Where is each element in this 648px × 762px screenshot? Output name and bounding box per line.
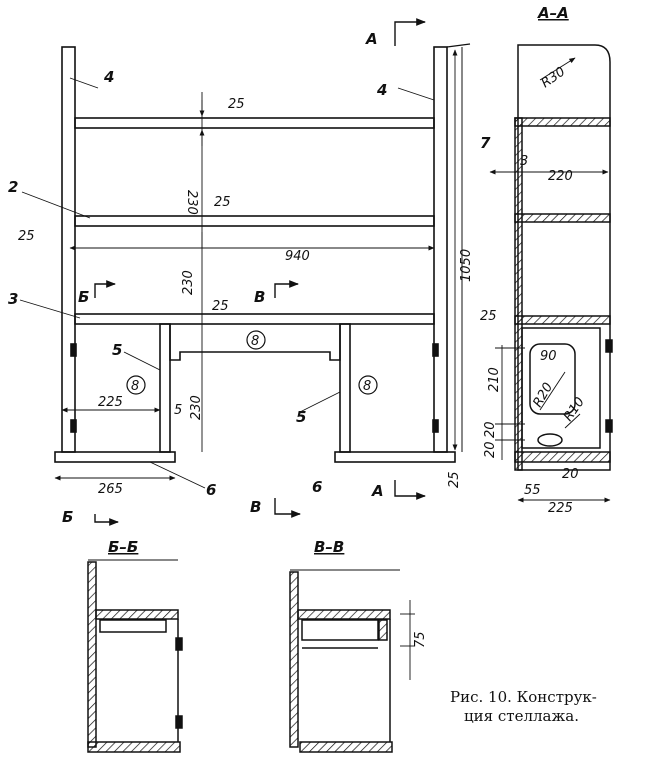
dim-230-upper: 230 bbox=[184, 190, 199, 215]
dim-75: 75 bbox=[413, 631, 428, 648]
dim-5: 5 bbox=[174, 403, 182, 418]
section-b-b bbox=[87, 559, 183, 753]
dim-940: 940 bbox=[285, 249, 310, 264]
circle-8-right: 8 bbox=[363, 379, 371, 394]
section-v-bottom: В bbox=[250, 498, 261, 516]
dim-25-base: 25 bbox=[447, 471, 462, 488]
label-part-4-right: 4 bbox=[376, 81, 387, 99]
drawer-front bbox=[169, 324, 341, 361]
dim-265: 265 bbox=[98, 482, 123, 497]
left-inner-post bbox=[159, 323, 171, 453]
lower-shelf bbox=[74, 313, 435, 325]
section-a-bottom: А bbox=[371, 482, 384, 500]
dim-210: 210 bbox=[487, 367, 502, 392]
section-a-top: А bbox=[365, 30, 378, 48]
label-part-6-left: 6 bbox=[206, 481, 216, 499]
section-vv-title: В–В bbox=[314, 538, 344, 556]
dim-55: 55 bbox=[524, 483, 541, 498]
dim-225-left: 225 bbox=[98, 395, 123, 410]
section-aa-title: А–А bbox=[537, 4, 569, 22]
dim-90: 90 bbox=[540, 349, 557, 364]
section-bb-title: Б–Б bbox=[108, 538, 138, 556]
dim-230-bottom: 230 bbox=[189, 395, 204, 420]
dim-r20: R20 bbox=[530, 380, 556, 410]
caption-line-1: Рис. 10. Конструк- bbox=[450, 688, 597, 706]
label-part-7: 7 bbox=[480, 134, 491, 152]
left-base bbox=[54, 451, 176, 463]
figure-caption: Рис. 10. Конструк- ция стеллажа. bbox=[450, 688, 640, 726]
section-v-v bbox=[289, 569, 400, 753]
label-part-2: 2 bbox=[8, 178, 18, 196]
label-part-5-left: 5 bbox=[112, 341, 122, 359]
section-a-a bbox=[514, 44, 613, 471]
dim-aa-225: 225 bbox=[548, 501, 573, 516]
caption-line-2: ция стеллажа. bbox=[464, 707, 579, 725]
section-b-left: Б bbox=[78, 288, 89, 306]
dim-20c: 20 bbox=[562, 467, 579, 482]
dim-220: 220 bbox=[548, 169, 573, 184]
right-inner-post bbox=[339, 323, 351, 453]
label-part-3: 3 bbox=[8, 290, 18, 308]
dim-230-middle: 230 bbox=[181, 270, 196, 295]
middle-shelf bbox=[74, 215, 435, 227]
label-part-4-left: 4 bbox=[103, 68, 114, 86]
dim-r30: R30 bbox=[539, 64, 569, 91]
right-base bbox=[334, 451, 456, 463]
front-view bbox=[54, 43, 471, 463]
section-v-left: В bbox=[254, 288, 265, 306]
label-part-5-right: 5 bbox=[296, 408, 306, 426]
circle-8-left: 8 bbox=[131, 379, 139, 394]
label-part-6-right: 6 bbox=[312, 478, 322, 496]
left-upright bbox=[61, 46, 76, 453]
dim-20a: 20 bbox=[483, 421, 498, 438]
circle-8-center: 8 bbox=[251, 334, 259, 349]
dim-20b: 20 bbox=[483, 441, 498, 458]
dim-25-lower: 25 bbox=[212, 299, 229, 314]
section-b-bottom: Б bbox=[62, 508, 73, 526]
dim-r10: R10 bbox=[561, 395, 588, 425]
top-shelf bbox=[74, 117, 435, 129]
dim-25-mid: 25 bbox=[214, 195, 231, 210]
right-upright bbox=[433, 46, 448, 453]
dim-25-top: 25 bbox=[228, 97, 245, 112]
dim-3: 3 bbox=[520, 154, 528, 169]
dim-1050: 1050 bbox=[459, 249, 474, 282]
dim-aa-25: 25 bbox=[480, 309, 497, 324]
dim-25-left: 25 bbox=[18, 229, 35, 244]
